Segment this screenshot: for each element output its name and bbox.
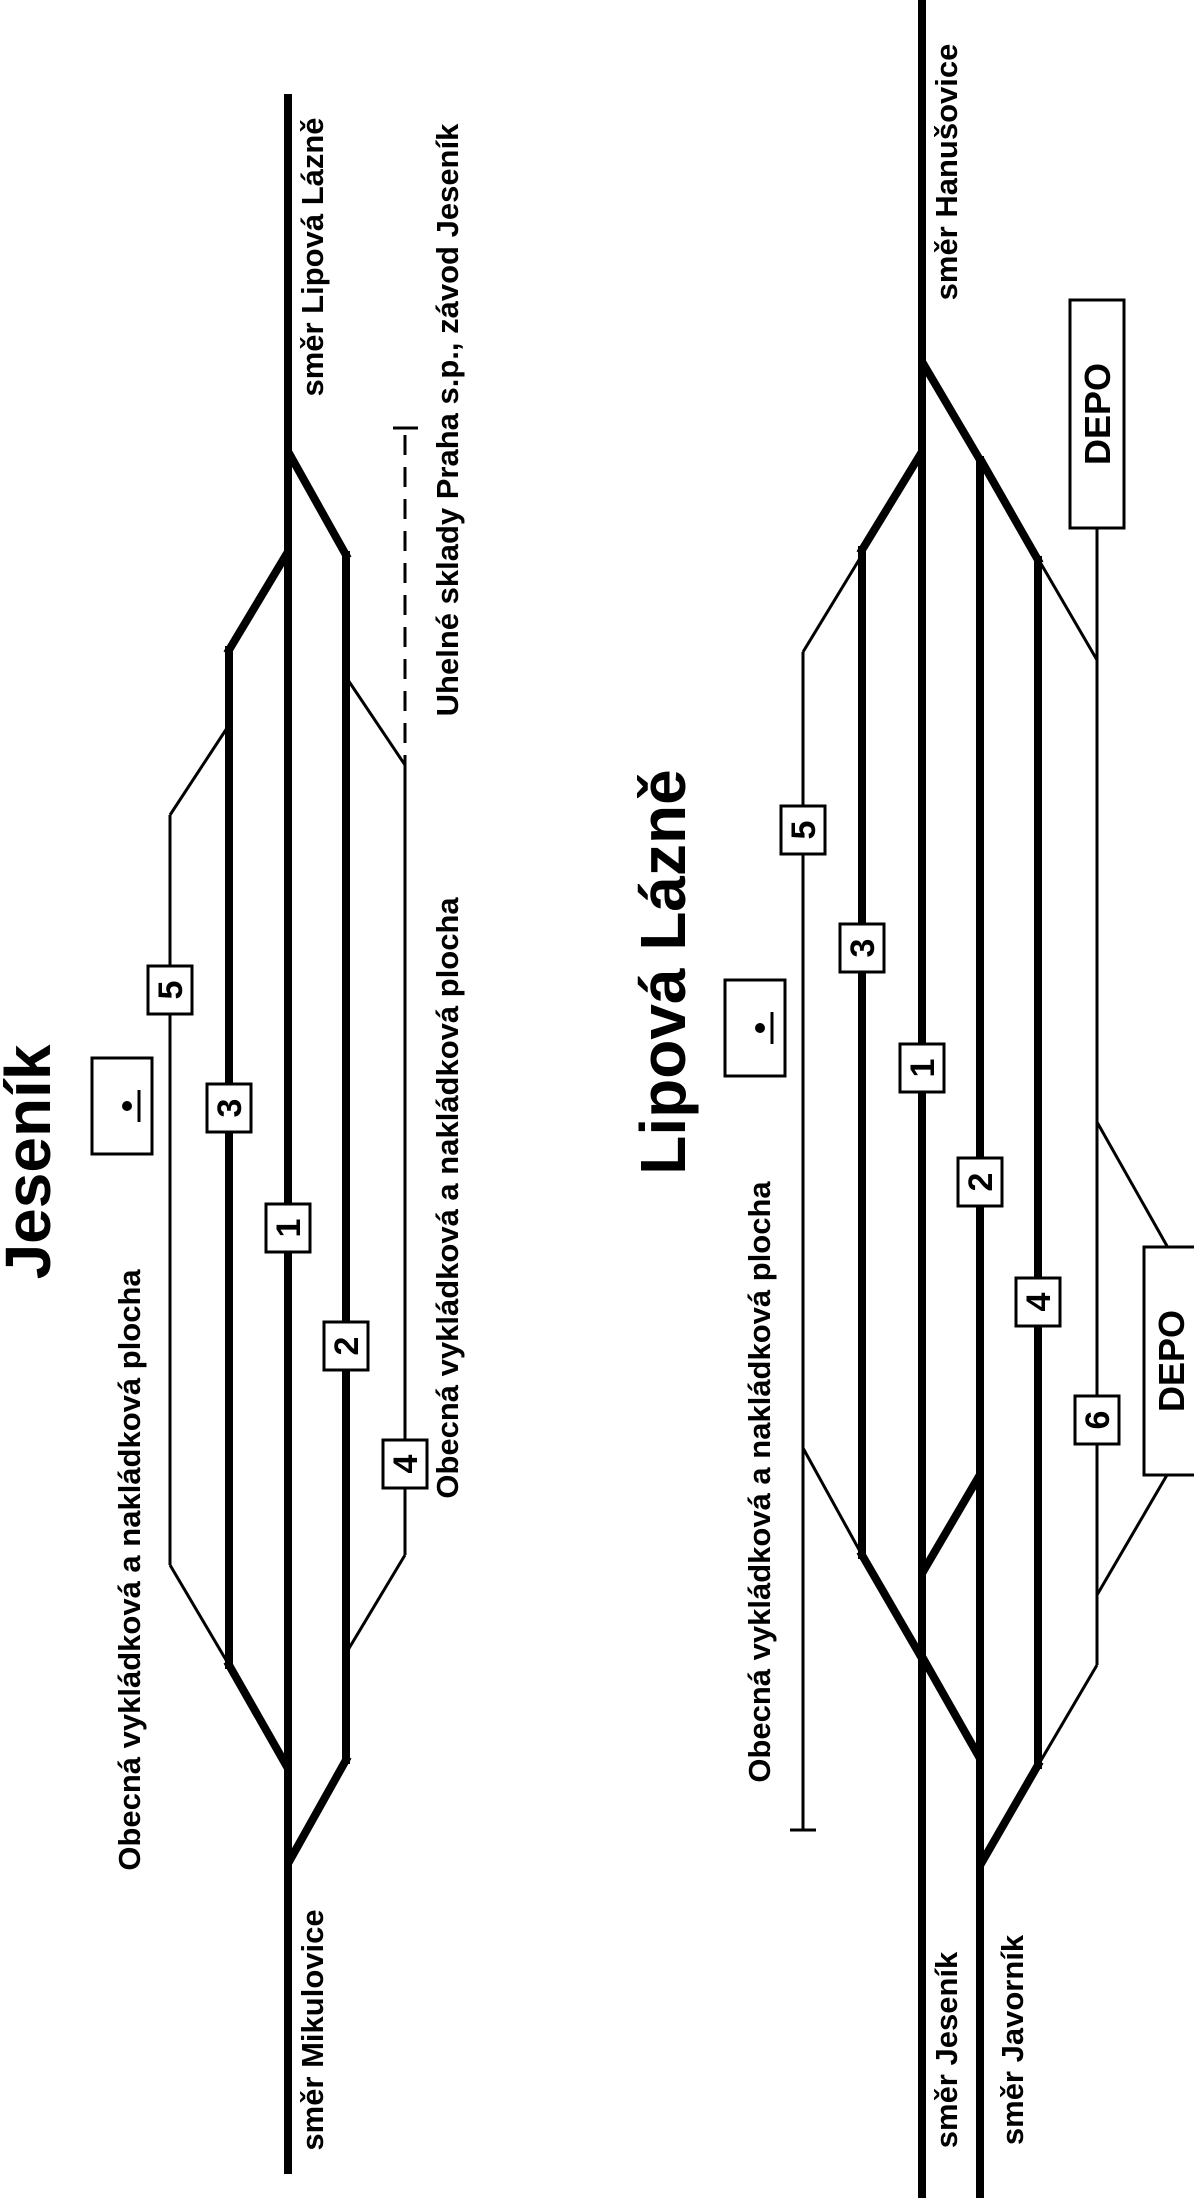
label-smer-hanusovice: směr Hanušovice (929, 44, 964, 301)
svg-text:DEPO: DEPO (1151, 1310, 1192, 1412)
svg-text:3: 3 (211, 1099, 249, 1118)
switch-5-bottom (168, 1564, 231, 1666)
switch-3-bottom (856, 1549, 926, 1661)
label-loading-area: Obecná vykládková a nakládková plocha (742, 1181, 777, 1783)
svg-text:5: 5 (785, 821, 823, 840)
svg-text:3: 3 (844, 939, 882, 958)
switch-5-top (168, 724, 231, 816)
crossover-1-2 (918, 1472, 984, 1576)
svg-text:5: 5 (152, 981, 190, 1000)
station-title-jesenik: Jeseník (0, 1044, 64, 1279)
label-loading-area-left: Obecná vykládková a nakládková plocha (112, 1269, 147, 1871)
station-jesenik: Jeseník 5 3 1 (0, 94, 465, 2174)
svg-text:2: 2 (962, 1173, 1000, 1192)
switch-3-bottom (223, 1659, 292, 1771)
track-label-1: 1 (898, 1042, 946, 1094)
svg-text:4: 4 (387, 1454, 425, 1473)
station-title-lipova-lazne: Lipová Lázně (627, 769, 699, 1174)
svg-text:2: 2 (328, 1337, 366, 1356)
switch-6-top (1038, 561, 1099, 661)
switch-4-bottom (976, 1759, 1044, 1868)
station-lipova-lazne: Lipová Lázně 5 (627, 0, 1194, 2198)
switch-4-top (976, 456, 1044, 566)
svg-text:DEPO: DEPO (1077, 363, 1118, 465)
switch-3-top (223, 549, 292, 656)
switch-2-bottom (284, 1754, 352, 1866)
track-label-2: 2 (956, 1156, 1004, 1208)
track-label-5: 5 (146, 964, 194, 1016)
track-label-1: 1 (264, 1202, 312, 1254)
switch-2-top (284, 449, 352, 561)
track-label-3: 3 (838, 922, 886, 974)
switch-5-top (801, 554, 864, 653)
depo-lower-branch-bottom (1095, 1474, 1169, 1596)
track-label-3: 3 (205, 1082, 253, 1134)
svg-text:1: 1 (904, 1059, 942, 1078)
switch-2-bottom (918, 1654, 984, 1761)
switch-3-top (856, 449, 926, 556)
station-building-icon (90, 1056, 154, 1156)
label-smer-javornik: směr Javorník (995, 1934, 1030, 2145)
track-label-6: 6 (1073, 1394, 1121, 1446)
svg-text:6: 6 (1079, 1411, 1117, 1430)
label-smer-lipova-lazne: směr Lipová Lázně (295, 117, 330, 396)
depo-lower-branch-top (1095, 1121, 1169, 1247)
track-label-4: 4 (1014, 1276, 1062, 1328)
label-loading-area-right: Obecná vykládková a nakládková plocha (430, 897, 465, 1499)
label-smer-jesenik: směr Jeseník (929, 1951, 964, 2148)
station-building-icon (723, 978, 787, 1078)
label-coal-siding: Uhelné sklady Praha s.p., závod Jeseník (430, 123, 465, 716)
svg-text:4: 4 (1020, 1292, 1058, 1311)
label-smer-mikulovice: směr Mikulovice (295, 1909, 330, 2150)
svg-text:1: 1 (270, 1219, 308, 1238)
track-label-2: 2 (322, 1320, 370, 1372)
depo-bottom-box: DEPO (1142, 1245, 1194, 1477)
switch-2-top (918, 359, 986, 466)
track-label-5: 5 (779, 804, 827, 856)
track-label-4: 4 (381, 1438, 429, 1490)
switch-5-bottom (801, 1447, 864, 1556)
switch-6-bottom (1038, 1664, 1099, 1763)
switch-4-bottom (346, 1554, 407, 1651)
switch-4-top (346, 679, 407, 766)
depo-top-box: DEPO (1068, 298, 1126, 530)
